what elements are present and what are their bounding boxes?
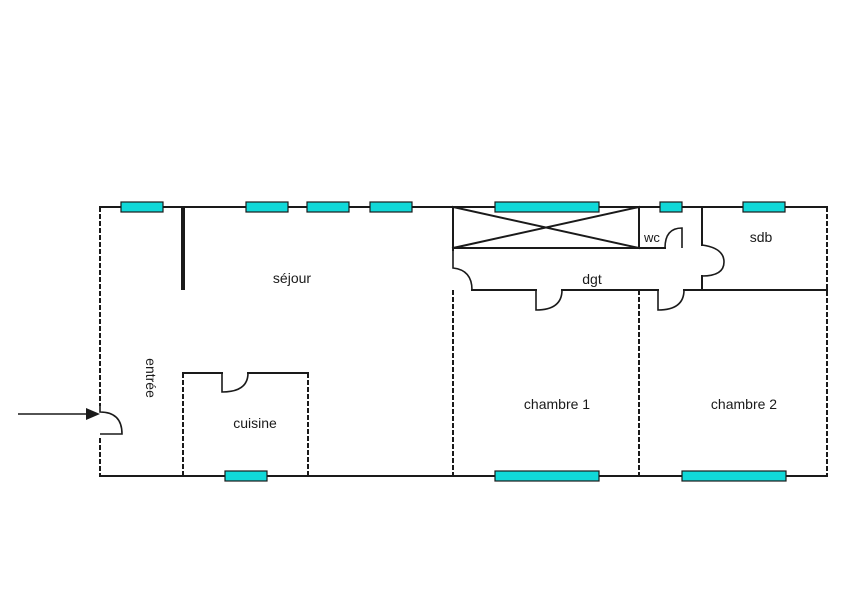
window-north-sdb [742,201,786,213]
window-north-2 [245,201,289,213]
door-entree [99,406,123,435]
label-chambre2: chambre 2 [711,396,777,412]
label-sejour: séjour [273,270,311,286]
label-sdb: sdb [750,229,773,245]
windows [120,201,787,482]
door-sejour-dgt [452,250,473,291]
door-sdb [701,244,725,277]
window-north-storage [494,201,600,213]
window-south-cuisine [224,470,268,482]
window-north-wc [659,201,683,213]
entrance-arrow-head [86,408,100,420]
label-cuisine: cuisine [233,415,277,431]
window-south-chambre2 [681,470,787,482]
label-wc: wc [643,230,660,245]
window-north-3 [306,201,350,213]
room-labels: séjour entrée cuisine dgt wc sdb chambre… [143,229,777,431]
label-dgt: dgt [582,271,602,287]
label-chambre1: chambre 1 [524,396,590,412]
label-entree: entrée [143,358,159,398]
storage-cross [451,205,641,250]
door-cuisine [221,372,249,393]
door-chambre1 [535,289,563,311]
window-north-4 [369,201,413,213]
doors [99,227,725,435]
window-north-1 [120,201,164,213]
entrance-arrow [18,408,100,420]
window-south-chambre1 [494,470,600,482]
interior-walls [181,206,828,476]
door-wc [664,227,683,249]
door-chambre2 [657,289,685,311]
cross-line-b [451,205,641,250]
